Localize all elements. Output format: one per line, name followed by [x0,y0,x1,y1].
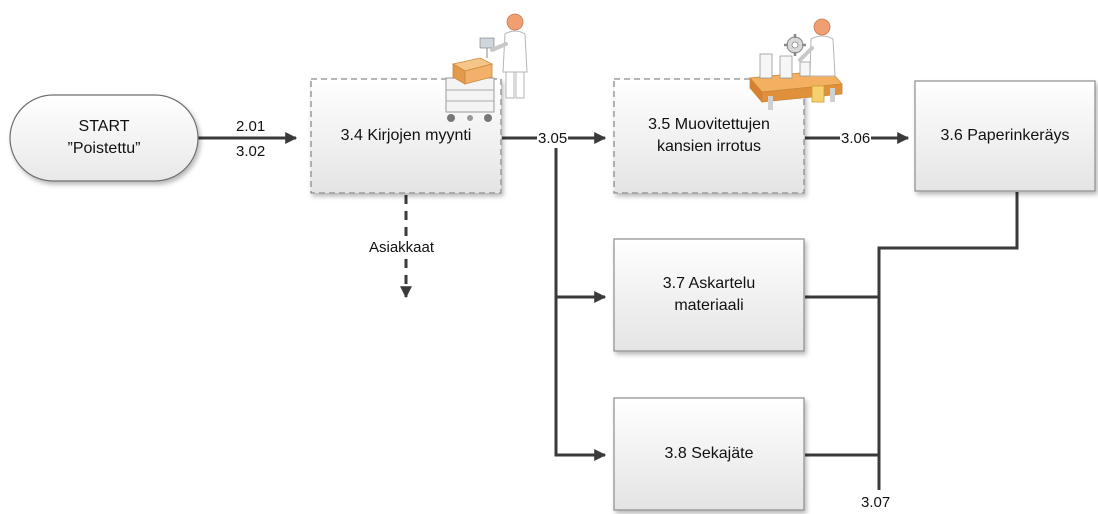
edge-label-2-01: 2.01 [236,118,266,135]
box-muovitettujen: 3.5 Muovitettujen kansien irrotus [614,79,804,193]
start-status-label: ”Poistettu” [67,140,141,157]
edge-label-3-05: 3.05 [537,130,569,148]
box-paperinkerays: 3.6 Paperinkeräys [915,81,1095,191]
start-label: START [78,118,130,135]
connector-branch-to-sekajate [554,297,607,461]
edge-label-3-07: 3.07 [861,494,891,511]
edge-label-3-06: 3.06 [840,130,872,148]
box-paperinkerays-label: 3.6 Paperinkeräys [940,127,1070,144]
box-muovitettujen-label-2: kansien irrotus [656,138,762,155]
box-paperinkerays-shape [914,80,1096,192]
box-askartelu-label-1: 3.7 Askartelu [662,275,756,292]
box-askartelu-shape [613,238,805,352]
worker-at-conveyor-icon [749,18,843,110]
box-kirjojen-myynti: 3.4 Kirjojen myynti [311,79,501,193]
box-sekajate: 3.8 Sekajäte [614,398,804,510]
edge-label-asiakkaat: Asiakkaat [367,239,437,257]
connector-branch-to-askartelu [554,138,607,303]
box-muovitettujen-label-1: 3.5 Muovitettujen [648,116,770,133]
box-kirjojen-myynti-label: 3.4 Kirjojen myynti [340,127,472,144]
connector-paperinkerays-down [877,192,1019,490]
start-terminal-shape [9,94,199,182]
worker-with-cart-icon [445,13,528,122]
box-sekajate-label: 3.8 Sekajäte [664,445,754,462]
start-terminal: START ”Poistettu” [10,95,198,181]
box-askartelu: 3.7 Askartelu materiaali [614,239,804,351]
connectors [197,132,1019,490]
edge-label-3-02: 3.02 [236,143,266,160]
box-sekajate-shape [613,397,805,511]
box-askartelu-label-2: materiaali [674,297,744,314]
